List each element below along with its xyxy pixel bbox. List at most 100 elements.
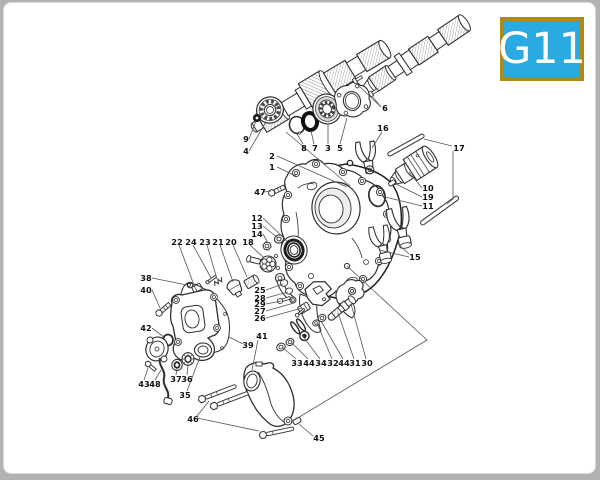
leader-line: [371, 131, 383, 149]
leader-line: [290, 341, 309, 360]
part-label-13: 13: [251, 221, 263, 231]
part-label-28: 28: [254, 293, 266, 303]
leader-line: [228, 336, 244, 345]
part-label-47: 47: [254, 187, 266, 197]
gasket-bead: [346, 159, 354, 167]
main-shaft: [362, 14, 471, 94]
cap-with-cable-48: [145, 336, 173, 405]
part-label-12: 12: [251, 213, 262, 223]
leader-line: [151, 289, 161, 309]
section-code: G11: [497, 23, 587, 74]
detent-plunger-21: [226, 279, 243, 298]
part-label-1: 1: [269, 162, 275, 172]
leader-line: [262, 217, 288, 242]
leader-line: [143, 367, 149, 381]
leader-line: [395, 183, 423, 198]
leader-line: [151, 327, 166, 339]
leader-line: [232, 244, 248, 278]
leader-line: [371, 95, 382, 108]
leader-line: [423, 138, 453, 147]
leader-line: [248, 120, 257, 140]
part-label-40: 40: [140, 285, 152, 295]
part-label-31: 31: [349, 358, 361, 368]
part-label-19: 19: [422, 192, 434, 202]
leader-line: [396, 242, 410, 255]
part-label-30: 30: [361, 358, 373, 368]
leader-line: [316, 322, 333, 360]
leader-line: [196, 417, 260, 432]
leader-line: [356, 83, 382, 108]
leader-line: [339, 117, 348, 145]
pin-19: [388, 179, 396, 187]
seal-12: [280, 235, 308, 265]
part-label-23: 23: [199, 237, 211, 247]
leader-lines: [143, 83, 454, 437]
leader-line: [298, 423, 314, 437]
leader-line: [265, 307, 303, 319]
part-label-3: 3: [325, 143, 331, 153]
leader-line: [175, 368, 178, 376]
part-label-45: 45: [313, 433, 325, 443]
leader-line: [285, 131, 351, 187]
leader-line: [263, 190, 272, 193]
snap-ring-9: [252, 113, 262, 123]
part-label-4: 4: [243, 146, 249, 156]
part-label-17: 17: [453, 143, 465, 153]
part-label-11: 11: [422, 201, 434, 211]
spring-23: [213, 277, 223, 286]
leader-line: [276, 166, 297, 177]
part-label-24: 24: [185, 237, 197, 247]
part-label-18: 18: [242, 237, 254, 247]
knurled-ring-36: [181, 352, 195, 366]
bolts-46: [197, 384, 295, 440]
section-badge: G11: [497, 17, 587, 81]
o-ring-11: [367, 184, 387, 208]
part-label-29: 29: [254, 299, 266, 309]
leader-line: [249, 244, 264, 258]
selector-rods-17: [387, 133, 460, 226]
part-label-10: 10: [422, 183, 434, 193]
shift-forks-15: [368, 205, 412, 264]
leader-line: [320, 320, 344, 360]
part-label-15: 15: [409, 252, 421, 262]
interlock-plate: [304, 281, 333, 307]
part-label-38: 38: [140, 273, 152, 283]
leader-line: [219, 244, 234, 283]
part-label-20: 20: [225, 237, 237, 247]
leader-line: [350, 303, 367, 360]
seal-37: [171, 358, 183, 372]
leader-line: [337, 312, 355, 360]
part-label-43: 43: [138, 379, 150, 389]
leader-line: [301, 334, 321, 360]
part-label-26: 26: [254, 313, 266, 323]
side-cover-39: [169, 289, 221, 362]
part-label-8: 8: [301, 143, 307, 153]
part-label-27: 27: [254, 306, 266, 316]
part-label-48: 48: [149, 379, 161, 389]
leader-line: [262, 225, 279, 239]
part-label-36: 36: [181, 374, 193, 384]
o-ring-7: [300, 111, 320, 132]
end-plate-5: [333, 81, 371, 118]
bearing-4: [255, 96, 285, 124]
leader-line: [178, 244, 195, 286]
selector-shaft-30: [294, 279, 365, 321]
part-label-9: 9: [243, 134, 249, 144]
leader-line: [408, 171, 423, 189]
part-label-33: 33: [291, 358, 303, 368]
part-label-14: 14: [251, 229, 263, 239]
part-label-42: 42: [140, 323, 151, 333]
oil-pump-18: [246, 254, 280, 273]
shift-fork-16: [354, 140, 377, 175]
leader-line: [251, 339, 259, 371]
part-label-2: 2: [269, 151, 275, 161]
leader-line: [378, 249, 410, 258]
leader-line: [186, 364, 189, 376]
part-label-5: 5: [337, 143, 343, 153]
part-label-22: 22: [171, 237, 182, 247]
leader-line: [265, 300, 282, 305]
part-label-6: 6: [382, 103, 388, 113]
leader-line: [310, 130, 315, 145]
